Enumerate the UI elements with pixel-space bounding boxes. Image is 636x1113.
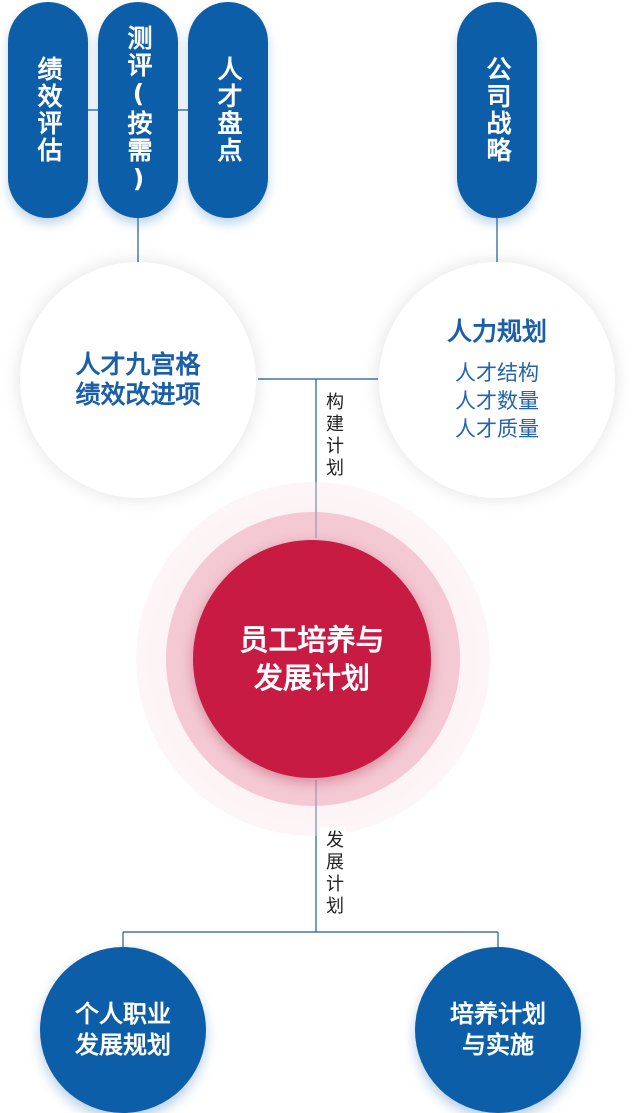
pill-assessment: 测评(按需) bbox=[98, 2, 178, 218]
bottom-circle-label: 培养计划 与实施 bbox=[450, 1000, 546, 1059]
pill-label: 绩效评估 bbox=[34, 56, 63, 164]
left-circle-title: 人才九宫格 绩效改进项 bbox=[75, 350, 201, 409]
upper-connector-label: 构建计划 bbox=[320, 388, 346, 484]
right-circle-item: 人才质量 bbox=[455, 417, 539, 441]
pill-label: 公司战略 bbox=[483, 56, 512, 164]
left-circle: 人才九宫格 绩效改进项 bbox=[20, 262, 256, 498]
right-circle: 人力规划 人才结构 人才数量 人才质量 bbox=[379, 262, 615, 498]
bottom-circle-label: 个人职业 发展规划 bbox=[75, 1000, 171, 1059]
pill-label: 人才盘点 bbox=[214, 56, 243, 164]
center-title: 员工培养与 发展计划 bbox=[239, 623, 385, 695]
bottom-circle-training: 培养计划 与实施 bbox=[415, 947, 581, 1113]
pill-company-strategy: 公司战略 bbox=[457, 2, 537, 218]
right-circle-item: 人才结构 bbox=[455, 361, 539, 385]
pill-talent-review: 人才盘点 bbox=[188, 2, 268, 218]
right-circle-title: 人力规划 bbox=[446, 317, 547, 346]
right-circle-item: 人才数量 bbox=[455, 389, 539, 413]
center-circle: 员工培养与 发展计划 bbox=[193, 540, 431, 778]
pill-label: 测评(按需) bbox=[124, 25, 153, 195]
pill-performance-evaluation: 绩效评估 bbox=[8, 2, 88, 218]
bottom-circle-career: 个人职业 发展规划 bbox=[40, 947, 206, 1113]
lower-connector-label: 发展计划 bbox=[320, 826, 346, 922]
